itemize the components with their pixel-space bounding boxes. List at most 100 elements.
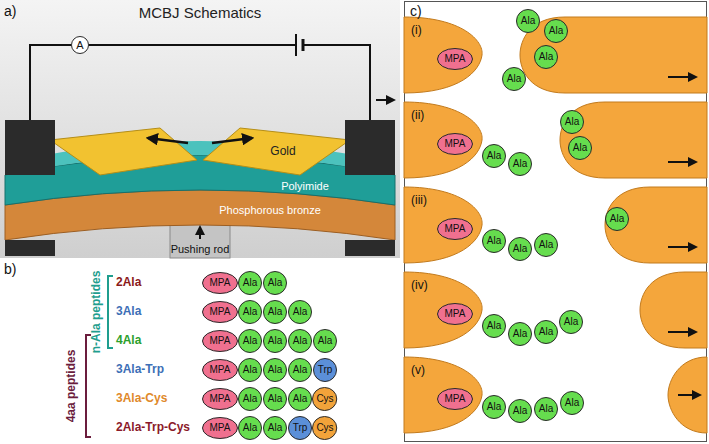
- node-label: MPA: [445, 394, 466, 404]
- molecule-node: Ala: [508, 322, 532, 346]
- molecule-node: Ala: [263, 387, 287, 411]
- node-label: MPA: [445, 224, 466, 234]
- gold-electrode: [404, 102, 482, 178]
- molecule-node: Ala: [560, 391, 584, 415]
- node-label: Ala: [243, 278, 257, 288]
- node-label: Ala: [487, 402, 501, 412]
- node-label: Ala: [243, 423, 257, 433]
- node-label: Ala: [243, 365, 257, 375]
- node-outline: [535, 46, 558, 69]
- text-label: 2Ala: [116, 276, 141, 289]
- text-label: (iv): [411, 279, 428, 292]
- text-label: b): [4, 262, 16, 277]
- molecule-node: Ala: [508, 152, 532, 176]
- molecule-node: MPA: [202, 417, 238, 439]
- node-outline: [264, 330, 287, 353]
- node-label: Ala: [610, 214, 624, 224]
- text-label: 4aa peptides: [65, 350, 78, 423]
- wire: [303, 45, 370, 120]
- node-label: Ala: [507, 74, 521, 84]
- molecule-node: MPA: [437, 48, 473, 70]
- node-label: Ala: [539, 404, 553, 414]
- molecule-node: Ala: [534, 233, 558, 257]
- battery-symbol: [302, 39, 305, 51]
- node-label: Ala: [513, 406, 527, 416]
- node-outline: [535, 398, 558, 421]
- node-label: Ala: [268, 423, 282, 433]
- molecule-node: Trp: [313, 358, 337, 382]
- node-outline: [289, 330, 312, 353]
- battery-symbol: [295, 34, 297, 56]
- node-label: Ala: [293, 307, 307, 317]
- node-outline: [313, 388, 337, 411]
- node-label: Ala: [487, 321, 501, 331]
- molecule-node: Ala: [263, 358, 287, 382]
- node-outline: [438, 134, 473, 155]
- molecule-node: Ala: [238, 300, 262, 324]
- node-outline: [239, 388, 262, 411]
- node-outline: [264, 272, 287, 295]
- node-outline: [561, 392, 584, 415]
- node-outline: [203, 302, 238, 323]
- molecule-node: Ala: [288, 387, 312, 411]
- text-label: Pushing rod: [171, 243, 230, 255]
- molecule-node: Ala: [238, 387, 262, 411]
- molecule-node: Ala: [605, 207, 629, 231]
- text-label: 3Ala: [116, 305, 141, 318]
- node-outline: [264, 301, 287, 324]
- text-label: 3Ala-Trp: [116, 363, 164, 376]
- molecule-node: Ala: [508, 237, 532, 261]
- text-label: (v): [411, 364, 425, 377]
- node-outline: [438, 49, 473, 70]
- node-outline: [289, 417, 312, 440]
- node-label: Cys: [316, 423, 333, 433]
- clamp: [345, 120, 395, 175]
- node-label: MPA: [210, 394, 231, 404]
- node-outline: [203, 331, 238, 352]
- node-outline: [561, 111, 584, 134]
- node-outline: [203, 389, 238, 410]
- node-label: Ala: [487, 236, 501, 246]
- pull-arrow: [148, 138, 188, 143]
- molecule-node: Cys: [312, 387, 337, 411]
- wire: [89, 44, 296, 46]
- molecule-node: Ala: [288, 358, 312, 382]
- node-label: Ala: [293, 336, 307, 346]
- node-outline: [483, 230, 506, 253]
- clamp: [5, 120, 55, 175]
- clamp: [5, 240, 55, 256]
- node-outline: [239, 301, 262, 324]
- node-outline: [264, 359, 287, 382]
- motion-arrow: [668, 246, 696, 248]
- node-label: Ala: [513, 159, 527, 169]
- node-label: MPA: [210, 336, 231, 346]
- text-label: 4Ala: [116, 334, 141, 347]
- node-outline: [203, 418, 238, 439]
- node-label: Ala: [564, 317, 578, 327]
- node-outline: [545, 20, 568, 43]
- node-outline: [314, 359, 337, 382]
- node-label: MPA: [445, 54, 466, 64]
- molecule-node: Ala: [560, 110, 584, 134]
- molecule-node: MPA: [437, 218, 473, 240]
- node-outline: [509, 238, 532, 261]
- node-outline: [438, 219, 473, 240]
- node-outline: [606, 208, 629, 231]
- text-label: 2Ala-Trp-Cys: [116, 421, 190, 434]
- text-label: c): [410, 4, 422, 19]
- molecule-node: Ala: [263, 300, 287, 324]
- gold-electrode: [404, 17, 482, 93]
- gold-electrode: [203, 128, 350, 175]
- wire: [30, 45, 71, 120]
- node-outline: [264, 388, 287, 411]
- text-label: MCBJ Schematics: [139, 5, 262, 22]
- node-label: Ala: [268, 307, 282, 317]
- node-label: MPA: [445, 309, 466, 319]
- molecule-node: MPA: [437, 133, 473, 155]
- molecule-node: Ala: [313, 329, 337, 353]
- text-label: n-Ala peptides: [90, 271, 103, 354]
- gold-electrode: [520, 17, 707, 93]
- bracket: [108, 276, 113, 348]
- molecule-node: Ala: [238, 416, 262, 440]
- text-label: (iii): [411, 194, 427, 207]
